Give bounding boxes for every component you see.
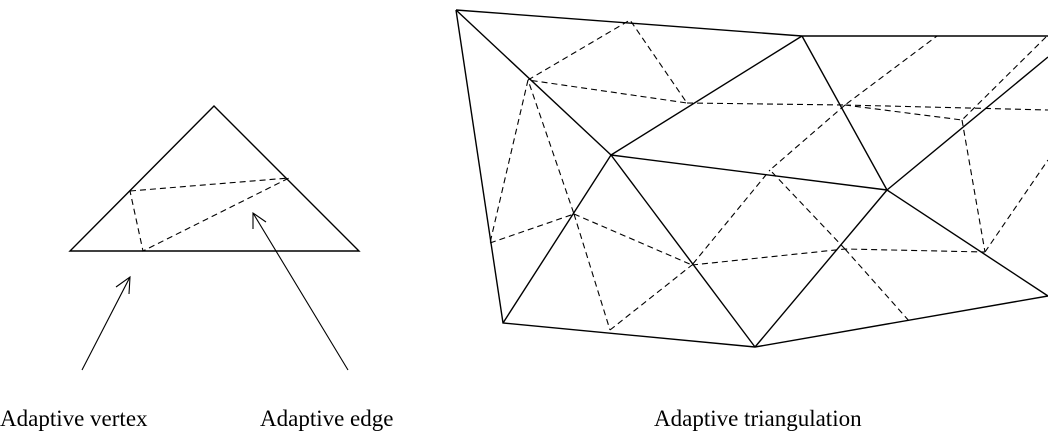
triangulation-dashed-edges [489, 19, 1048, 331]
adaptive-subdivision-dashed [129, 177, 290, 252]
adaptive-edge-arrow [252, 211, 349, 371]
triangulation-figure [455, 9, 1048, 348]
label-adaptive-triangulation: Adaptive triangulation [654, 406, 862, 431]
label-adaptive-vertex: Adaptive vertex [0, 406, 148, 431]
label-adaptive-edge: Adaptive edge [260, 406, 394, 431]
single-triangle-figure [68, 105, 361, 252]
triangulation-solid-edges [455, 9, 1048, 348]
outer-triangle [68, 105, 361, 252]
adaptive-vertex-arrow [81, 275, 131, 371]
